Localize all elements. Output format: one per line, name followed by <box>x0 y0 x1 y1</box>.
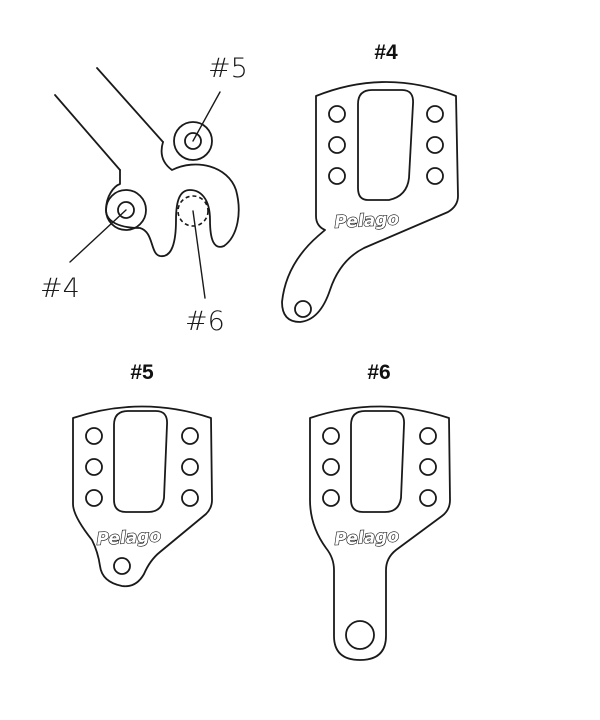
plate-4: #4 Pelago <box>281 41 459 323</box>
plate-5-mount-hole <box>113 557 131 575</box>
plate-6-holes-left <box>322 427 340 507</box>
plate-4-holes-left <box>328 105 346 185</box>
plate-5-holes-left <box>85 427 103 507</box>
plate-5-brand-logo: Pelago <box>96 526 162 549</box>
plate-4-slot <box>357 89 414 201</box>
hole <box>426 167 444 185</box>
plate-6-slot <box>350 410 405 513</box>
hole <box>181 458 199 476</box>
plate-6-label: #6 <box>367 361 390 384</box>
hole <box>322 458 340 476</box>
hole <box>85 427 103 445</box>
plate-5-slot <box>113 410 168 513</box>
callout-4: #4 <box>40 273 80 304</box>
hole <box>181 489 199 507</box>
plate-5-holes-right <box>181 427 199 507</box>
hole <box>322 489 340 507</box>
hole <box>181 427 199 445</box>
plate-4-brand-logo: Pelago <box>334 209 400 232</box>
hole <box>419 458 437 476</box>
plate-5-outline <box>72 405 213 588</box>
plate-4-holes-right <box>426 105 444 185</box>
mount-5-boss <box>173 121 213 161</box>
hole <box>328 167 346 185</box>
hole <box>426 105 444 123</box>
hole <box>322 427 340 445</box>
leader-line-5 <box>192 91 221 142</box>
mount-4-boss <box>105 189 147 231</box>
plate-4-mount-hole <box>294 300 312 318</box>
leader-line-4 <box>69 209 127 263</box>
plate-6-brand-logo: Pelago <box>334 526 400 549</box>
hole <box>419 427 437 445</box>
plate-6: #6 Pelago <box>309 361 451 661</box>
hole <box>419 489 437 507</box>
plate-4-label: #4 <box>374 41 398 64</box>
frame-tube-upper-edge <box>96 67 164 143</box>
plate-5: #5 Pelago <box>72 361 213 588</box>
mount-6-hidden-hole <box>177 195 209 227</box>
hole <box>85 458 103 476</box>
plate-6-holes-right <box>419 427 437 507</box>
callout-6: #6 <box>185 306 225 337</box>
hole <box>85 489 103 507</box>
plate-4-outline <box>281 81 459 323</box>
plate-6-outline <box>309 405 451 661</box>
callout-5: #5 <box>208 53 248 84</box>
hole <box>328 136 346 154</box>
frame-dropout: #5 #4 #6 <box>40 53 248 337</box>
plate-6-mount-hole <box>345 620 375 650</box>
dropout-outline <box>105 141 240 257</box>
plate-5-label: #5 <box>130 361 154 384</box>
hole <box>426 136 444 154</box>
leader-line-6 <box>192 210 206 299</box>
mount-5-hole <box>184 132 202 150</box>
frame-tube-lower-edge <box>54 94 121 171</box>
mount-4-hole <box>117 201 135 219</box>
hole <box>328 105 346 123</box>
